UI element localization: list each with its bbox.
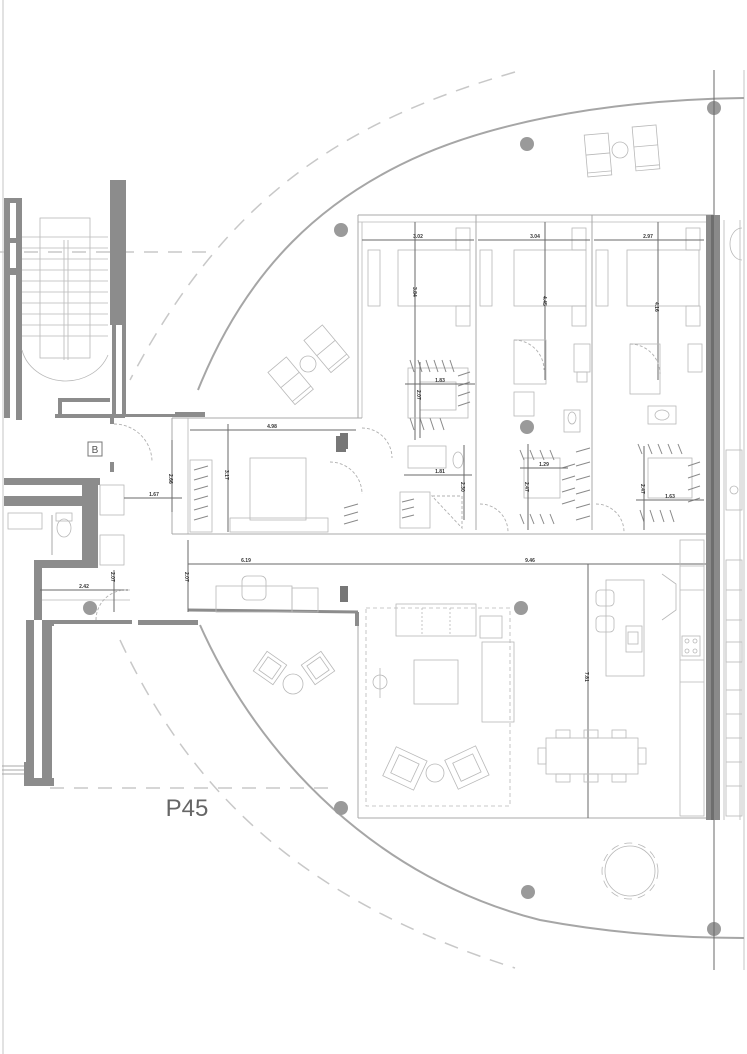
stair-core (4, 180, 126, 420)
column (514, 601, 528, 615)
dim-entry-width: 2.42 (79, 584, 89, 590)
desk (215, 575, 319, 613)
column (83, 601, 97, 615)
bedroom-3 (595, 222, 701, 380)
entry-walls (4, 412, 205, 625)
terrace-edge-bottom (199, 624, 745, 939)
dim-hall-depth: 2.66 (167, 474, 173, 484)
door-swing (479, 503, 509, 533)
bath-3 (629, 343, 703, 425)
dim-bath-1-width: 1.81 (435, 469, 445, 475)
door-swing (595, 503, 625, 533)
dim-corridor-depth: 2.07 (183, 572, 189, 582)
setback-arc-bottom (119, 639, 516, 969)
door-swing (329, 461, 363, 495)
dim-corridor-right: 9.46 (525, 558, 535, 564)
dim-corridor-left: 6.19 (241, 558, 251, 564)
dim-closet-1-width: 1.83 (435, 378, 445, 384)
door-swing (361, 427, 393, 459)
right-unit-strip (725, 227, 743, 817)
dim-bedroom-3-depth: 4.16 (653, 302, 659, 312)
closet-1 (405, 359, 475, 438)
dim-closet-2-width: 1.29 (539, 462, 549, 468)
dim-master-width: 4.98 (267, 424, 277, 430)
terrace-edge-top (197, 97, 745, 391)
column (520, 420, 534, 434)
dim-closet-3-width: 1.63 (665, 494, 675, 500)
terrace-chairs-bottom-left (252, 650, 336, 695)
terrace-loungers-top-right (583, 124, 661, 178)
svg-text:B: B (92, 445, 99, 456)
bedroom-1 (367, 222, 471, 440)
dim-closet-1-depth: 2.07 (415, 390, 421, 400)
dim-bedroom-2-width: 3.04 (530, 234, 540, 240)
dim-bedroom-3-width: 2.97 (643, 234, 653, 240)
terrace-loungers-top-left (267, 324, 350, 406)
dim-master-depth: 3.17 (223, 470, 229, 480)
setback-arc-top (129, 71, 516, 381)
column (521, 885, 535, 899)
kitchen-island (595, 579, 645, 677)
column (334, 223, 348, 237)
dim-bath-1-depth: 2.30 (459, 482, 465, 492)
terrace-round-table (601, 842, 659, 900)
column (334, 801, 348, 815)
dim-bedroom-1-depth: 3.84 (411, 287, 417, 297)
closet-2 (519, 444, 591, 530)
bath-2 (513, 339, 591, 433)
dim-bedroom-1-width: 3.02 (413, 234, 423, 240)
dim-closet-3-depth: 2.47 (639, 484, 645, 494)
dim-closet-2-depth: 2.47 (523, 482, 529, 492)
lower-left-walls (2, 620, 54, 786)
dim-living-depth: 7.81 (583, 672, 589, 682)
column (520, 137, 534, 151)
bedroom-2 (479, 222, 587, 380)
unit-label: P45 (166, 795, 209, 822)
closet-3 (636, 443, 704, 530)
dining-table (537, 729, 647, 783)
dim-entry-depth: 2.07 (109, 572, 115, 582)
dim-hall-width: 1.67 (149, 492, 159, 498)
kitchen-counter (661, 539, 705, 817)
living-area (365, 603, 515, 807)
master-bedroom (189, 424, 359, 533)
dim-bedroom-2-depth: 4.45 (541, 296, 547, 306)
core-tag: B (87, 441, 103, 457)
door-swing (95, 589, 127, 621)
interior-walls (171, 214, 741, 820)
bath-1 (399, 445, 472, 530)
